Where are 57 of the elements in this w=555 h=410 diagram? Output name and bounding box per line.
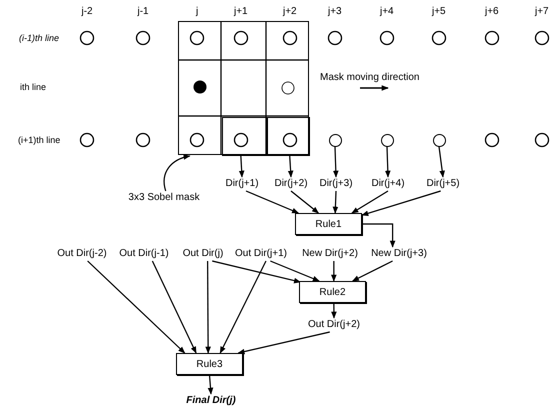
arrow bbox=[246, 190, 299, 214]
arrow bbox=[385, 146, 391, 178]
direction-label: 3x3 Sobel mask bbox=[122, 191, 206, 205]
annotation-text: Mask moving direction bbox=[320, 71, 420, 85]
column-label: j+6 bbox=[485, 5, 499, 19]
arrow bbox=[438, 146, 445, 178]
direction-label: Dir(j+5) bbox=[420, 177, 466, 191]
column-label: j+7 bbox=[535, 5, 549, 19]
pixel-circle bbox=[328, 134, 342, 146]
arrow bbox=[362, 223, 396, 248]
arrow bbox=[212, 260, 302, 284]
result-label: Final Dir(j) bbox=[180, 394, 242, 408]
arrow bbox=[205, 261, 211, 354]
leader-arrow bbox=[164, 154, 190, 192]
arrow bbox=[331, 261, 337, 282]
direction-label: Dir(j+3) bbox=[316, 177, 356, 191]
column-label: j+2 bbox=[283, 5, 297, 19]
direction-label: Out Dir(j-1) bbox=[116, 247, 172, 261]
arrow bbox=[208, 374, 214, 395]
arrow bbox=[352, 260, 393, 282]
arrow bbox=[331, 303, 337, 319]
arrow bbox=[288, 154, 294, 178]
arrow bbox=[333, 146, 339, 178]
arrow bbox=[220, 260, 266, 354]
arrow bbox=[361, 190, 441, 216]
arrow bbox=[238, 331, 330, 354]
column-label: j+3 bbox=[328, 5, 342, 19]
direction-label: New Dir(j+3) bbox=[367, 247, 431, 261]
pixel-circle bbox=[432, 134, 446, 146]
direction-label: Dir(j+2) bbox=[270, 177, 312, 191]
direction-label: New Dir(j+2) bbox=[298, 247, 362, 261]
column-label: j+1 bbox=[234, 5, 248, 19]
direction-label: Dir(j+4) bbox=[367, 177, 409, 191]
pixel-circle bbox=[380, 134, 394, 146]
arrow bbox=[351, 190, 388, 214]
column-label: j+5 bbox=[432, 5, 446, 19]
arrow bbox=[87, 260, 186, 354]
column-label: j-1 bbox=[138, 5, 149, 19]
direction-label: Out Dir(j-2) bbox=[54, 247, 110, 261]
column-label: j-2 bbox=[82, 5, 93, 19]
arrow bbox=[152, 260, 197, 354]
row-label: (i+1)th line bbox=[18, 134, 60, 147]
mask-cell bbox=[267, 117, 310, 156]
sobel-mask-grid bbox=[178, 21, 309, 155]
mask-cell bbox=[222, 117, 267, 156]
row-label: (i-1)th line bbox=[19, 32, 60, 45]
direction-label: Out Dir(j+2) bbox=[304, 318, 364, 332]
arrow bbox=[270, 260, 320, 282]
column-label: j+4 bbox=[380, 5, 394, 19]
column-label: j bbox=[196, 5, 198, 19]
arrow bbox=[290, 190, 319, 214]
direction-label: Dir(j+1) bbox=[222, 177, 262, 191]
arrow bbox=[238, 154, 244, 178]
arrow bbox=[332, 190, 338, 214]
direction-label: Out Dir(j) bbox=[180, 247, 226, 261]
row-label: ith line bbox=[20, 81, 46, 94]
direction-label: Out Dir(j+1) bbox=[230, 247, 292, 261]
